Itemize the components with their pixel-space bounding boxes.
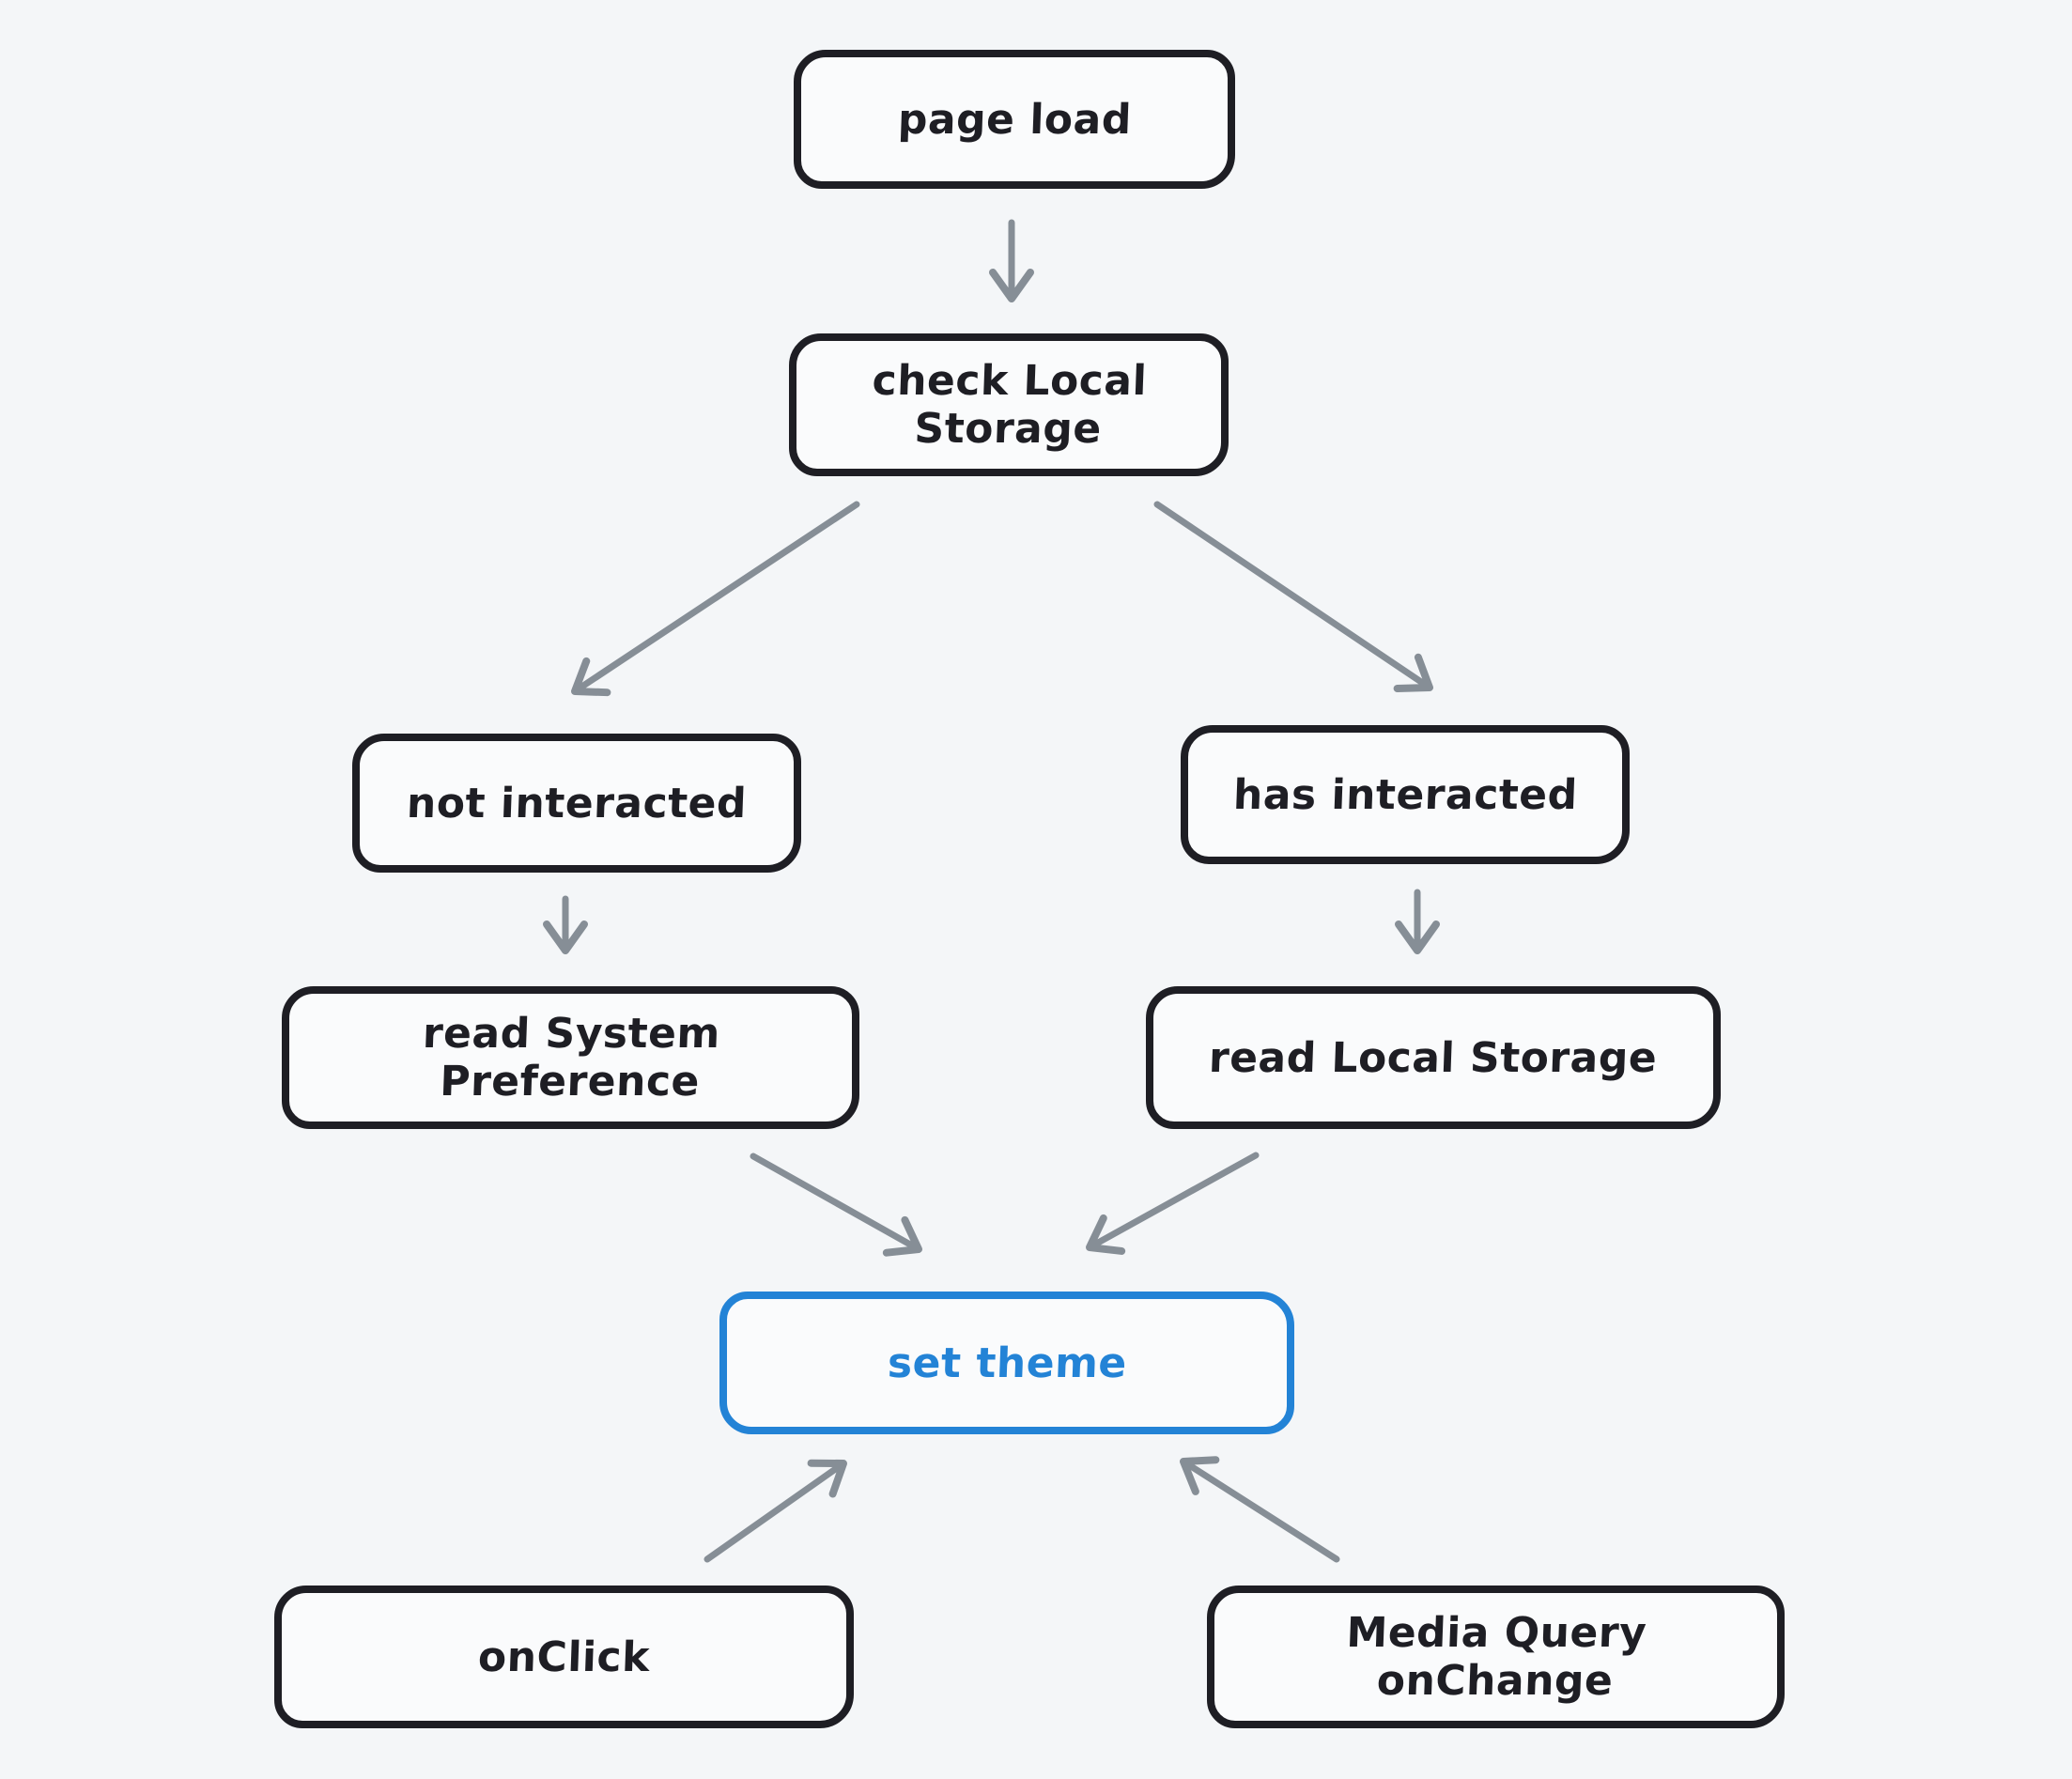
node-check-local-storage: check Local Storage — [789, 333, 1229, 476]
node-on-click-label: onClick — [477, 1632, 651, 1681]
node-not-interacted: not interacted — [352, 734, 801, 873]
node-page-load: page load — [794, 50, 1235, 189]
edge-check-local-storage-to-has-interacted — [1153, 501, 1433, 692]
node-on-click: onClick — [274, 1586, 854, 1728]
edge-media-query-onchange-to-set-theme — [1180, 1456, 1340, 1563]
node-has-interacted: has interacted — [1181, 725, 1630, 864]
node-media-query-onchange-label: Media Query onChange — [1345, 1609, 1648, 1705]
node-read-system-preference-label: read System Preference — [422, 1010, 721, 1106]
node-page-load-label: page load — [896, 95, 1133, 144]
node-read-local-storage-label: read Local Storage — [1208, 1033, 1659, 1082]
node-set-theme: set theme — [719, 1292, 1294, 1434]
edge-check-local-storage-to-not-interacted — [571, 501, 860, 697]
edge-on-click-to-set-theme — [704, 1459, 847, 1563]
node-has-interacted-label: has interacted — [1231, 770, 1579, 819]
node-read-system-preference: read System Preference — [282, 986, 859, 1129]
edge-read-system-preference-to-set-theme — [750, 1152, 922, 1257]
node-read-local-storage: read Local Storage — [1146, 986, 1721, 1129]
node-media-query-onchange: Media Query onChange — [1207, 1586, 1785, 1728]
edge-read-local-storage-to-set-theme — [1086, 1152, 1260, 1255]
node-check-local-storage-label: check Local Storage — [871, 357, 1149, 453]
node-set-theme-label: set theme — [886, 1338, 1128, 1387]
node-not-interacted-label: not interacted — [406, 779, 748, 828]
